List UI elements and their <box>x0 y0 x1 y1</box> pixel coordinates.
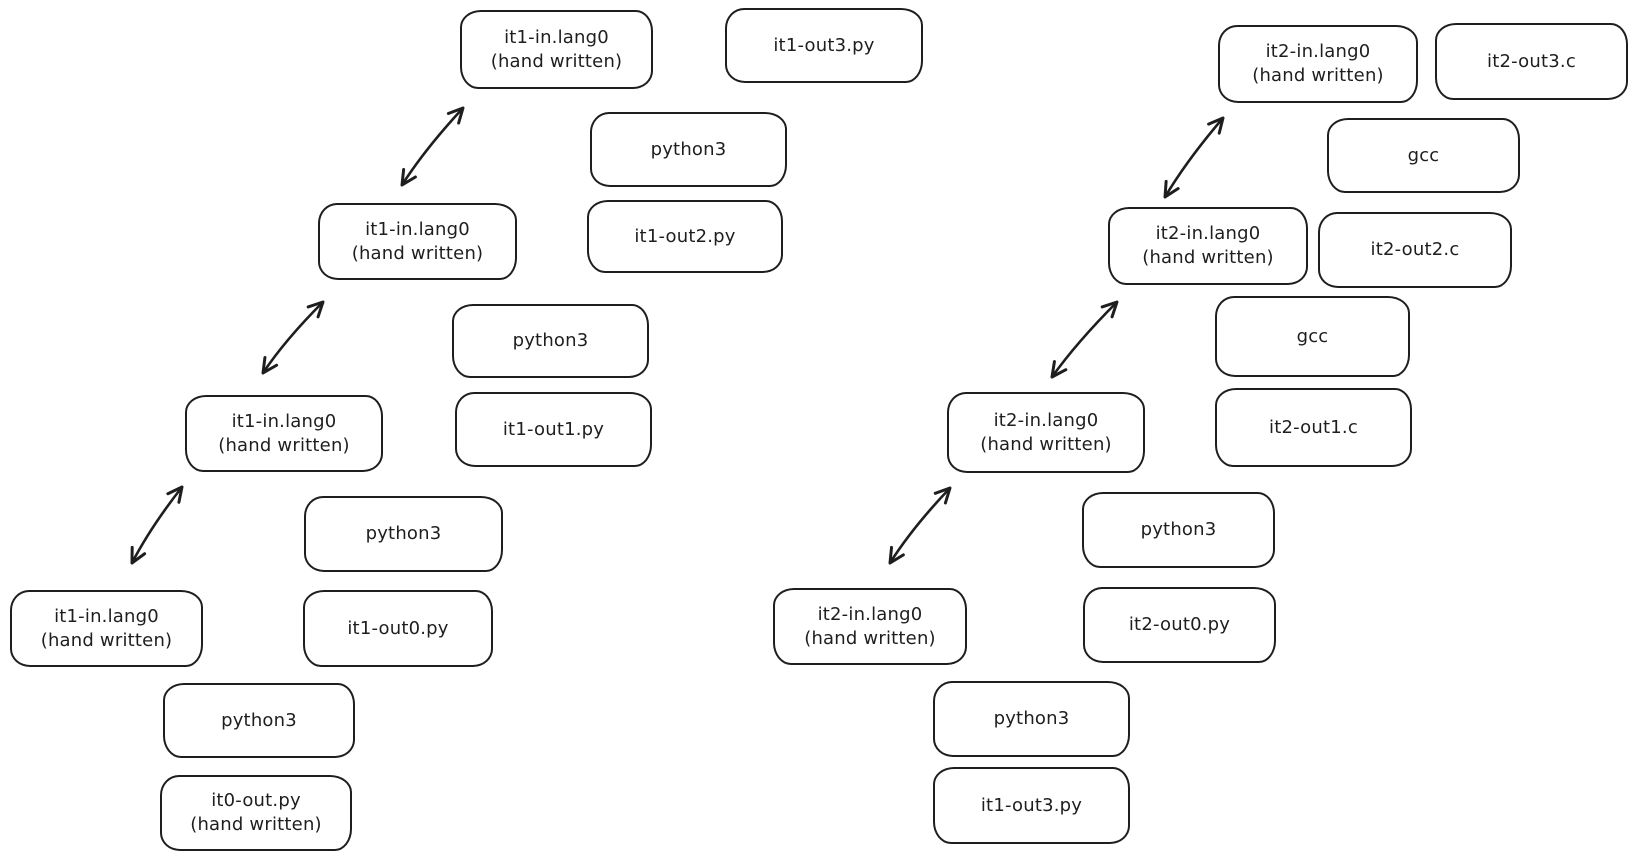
node-label: it2-in.lang0 <box>1155 223 1261 245</box>
node-it2-out0: it2-out0.py <box>1083 587 1276 663</box>
node-python3-right-0: python3 <box>933 681 1130 757</box>
node-it1-out3-input: it1-out3.py <box>933 767 1130 844</box>
node-label: it2-in.lang0 <box>993 409 1099 431</box>
node-label: it1-out3.py <box>980 794 1083 816</box>
node-it2-in-0: it2-in.lang0 (hand written) <box>773 588 967 665</box>
node-label: python3 <box>512 330 589 352</box>
node-python3-left-0: python3 <box>163 683 355 758</box>
node-it1-in-2: it1-in.lang0 (hand written) <box>318 203 517 280</box>
node-gcc-2: gcc <box>1327 118 1520 193</box>
node-label: it2-in.lang0 <box>817 603 923 625</box>
node-it1-in-1: it1-in.lang0 (hand written) <box>185 395 383 472</box>
node-sublabel: (hand written) <box>190 814 322 835</box>
node-label: it1-in.lang0 <box>504 26 609 48</box>
node-label: it1-in.lang0 <box>365 218 470 240</box>
node-label: it1-out0.py <box>347 617 449 639</box>
node-label: it1-in.lang0 <box>54 605 159 627</box>
node-label: it2-out0.py <box>1128 614 1231 636</box>
node-label: python3 <box>650 138 727 160</box>
node-label: it2-in.lang0 <box>1265 41 1371 63</box>
double-arrow-icon <box>1050 300 1119 379</box>
node-gcc-1: gcc <box>1215 296 1410 377</box>
node-label: gcc <box>1296 325 1329 347</box>
double-arrow-icon <box>888 486 952 565</box>
node-it2-out3: it2-out3.c <box>1435 23 1628 100</box>
node-it1-out2: it1-out2.py <box>587 200 783 273</box>
node-python3-left-2: python3 <box>452 304 649 378</box>
node-sublabel: (hand written) <box>40 629 173 651</box>
node-sublabel: (hand written) <box>804 627 936 649</box>
node-python3-left-3: python3 <box>590 112 787 187</box>
node-label: it2-out2.c <box>1370 239 1460 261</box>
double-arrow-icon <box>130 485 184 565</box>
node-label: python3 <box>1140 519 1217 541</box>
node-it2-out1: it2-out1.c <box>1215 388 1412 467</box>
double-arrow-icon <box>261 300 325 375</box>
node-it1-in-3: it1-in.lang0 (hand written) <box>460 10 653 89</box>
node-it1-out3: it1-out3.py <box>725 8 923 83</box>
node-it2-in-2: it2-in.lang0 (hand written) <box>1108 207 1308 285</box>
node-sublabel: (hand written) <box>218 434 350 456</box>
node-label: python3 <box>365 523 442 545</box>
node-it2-out2: it2-out2.c <box>1318 212 1512 288</box>
node-label: it1-in.lang0 <box>231 410 337 432</box>
node-python3-left-1: python3 <box>304 496 503 572</box>
node-label: gcc <box>1407 144 1440 166</box>
node-label: python3 <box>221 709 297 731</box>
node-it1-out0: it1-out0.py <box>303 590 493 667</box>
node-label: it2-out3.c <box>1487 50 1576 72</box>
node-label: it1-out2.py <box>634 225 736 247</box>
node-label: it1-out1.py <box>502 418 605 440</box>
node-sublabel: (hand written) <box>490 50 623 72</box>
node-sublabel: (hand written) <box>1252 65 1384 86</box>
node-it2-in-1: it2-in.lang0 (hand written) <box>947 392 1145 473</box>
node-label: python3 <box>993 708 1070 730</box>
node-label: it1-out3.py <box>773 34 875 56</box>
node-sublabel: (hand written) <box>980 433 1112 455</box>
node-python3-right-1: python3 <box>1082 492 1275 568</box>
node-label: it2-out1.c <box>1269 416 1358 438</box>
node-it0-out: it0-out.py (hand written) <box>160 775 352 851</box>
node-it1-out1: it1-out1.py <box>455 392 652 467</box>
node-sublabel: (hand written) <box>1142 247 1274 268</box>
node-sublabel: (hand written) <box>351 242 484 264</box>
node-it1-in-0: it1-in.lang0 (hand written) <box>10 590 203 667</box>
double-arrow-icon <box>400 106 465 187</box>
node-label: it0-out.py <box>211 790 301 812</box>
double-arrow-icon <box>1163 116 1225 199</box>
node-it2-in-3: it2-in.lang0 (hand written) <box>1218 25 1418 103</box>
